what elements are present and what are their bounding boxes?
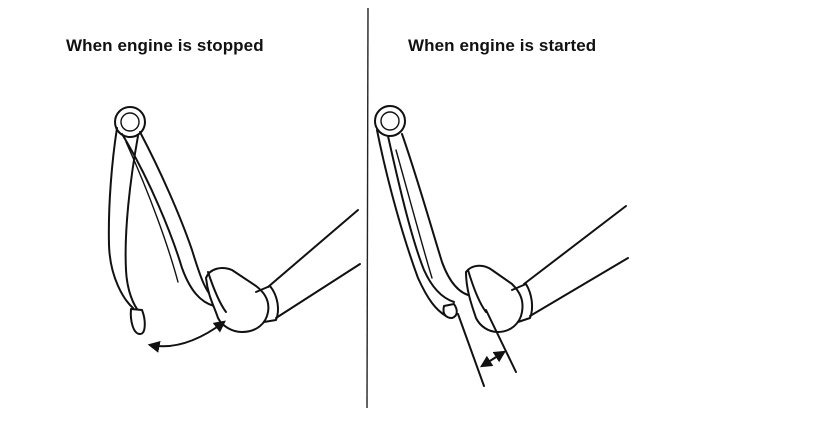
- left-leg-bottom: [275, 263, 361, 319]
- right-ankle: [511, 283, 534, 323]
- right-pedal-arm-outer: [376, 129, 447, 317]
- panel-divider: [366, 7, 369, 409]
- left-leg-top: [267, 209, 359, 288]
- left-released-pedal-pad: [129, 308, 146, 335]
- right-pivot-inner: [380, 111, 400, 131]
- stopped-panel-title: When engine is stopped: [66, 36, 264, 55]
- right-leg-top: [523, 205, 627, 285]
- left-pedal-arm-inner: [121, 133, 215, 307]
- left-pivot-inner: [120, 112, 140, 132]
- left-released-pedal-arm: [107, 127, 134, 309]
- left-released-pedal-arm-inner: [124, 135, 141, 314]
- left-pivot-outer: [114, 106, 146, 138]
- right-pedal-arm-mid: [387, 135, 455, 303]
- right-shoe-sole: [467, 269, 487, 313]
- started-panel-title: When engine is started: [408, 36, 597, 55]
- right-pedal-pad: [442, 303, 458, 319]
- right-pedal-arm-crease: [395, 149, 433, 279]
- left-shoe-sole: [207, 271, 227, 313]
- right-pedal-arm-inner: [401, 133, 473, 297]
- left-pedal-arm-crease: [125, 141, 179, 283]
- right-stroke-guide-right: [485, 309, 517, 373]
- right-leg-bottom: [529, 257, 629, 317]
- started-pedal-illustration: [374, 105, 629, 387]
- stopped-pedal-illustration: [107, 106, 361, 353]
- right-pedal-travel-arrow: [479, 350, 507, 368]
- right-pivot-outer: [374, 105, 406, 137]
- left-foot: [205, 267, 270, 333]
- right-stroke-guide-left: [457, 313, 485, 387]
- right-foot: [465, 264, 524, 333]
- left-pedal-travel-arrow: [147, 320, 226, 353]
